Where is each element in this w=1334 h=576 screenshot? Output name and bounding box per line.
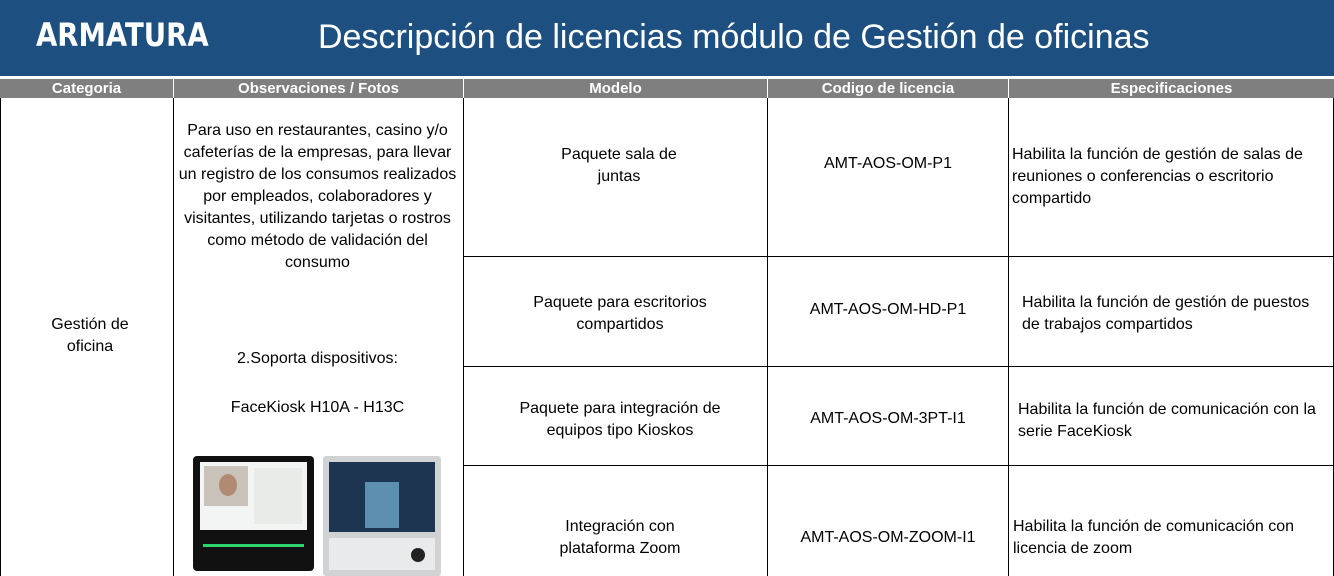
column-header-codigo: Codigo de licencia [768,79,1008,98]
license-code-cell: AMT-AOS-OM-HD-P1 [809,301,967,318]
model-cell: Paquete para escritorios compartidos [533,294,707,333]
model-cell: Paquete sala de juntas [561,146,677,185]
column-divider [767,98,768,576]
row-divider [463,366,1334,367]
specification-cell: Habilita la función de gestión de puesto… [1022,294,1310,333]
column-divider [173,98,174,576]
column-header-modelo: Modelo [464,79,767,98]
supported-devices-models: FaceKiosk H10A - H13C [230,399,405,416]
table-header-row: Categoria Observaciones / Fotos Modelo C… [0,79,1334,98]
page-header: ARMATURA Descripción de licencias módulo… [0,0,1334,76]
specification-cell: Habilita la función de gestión de salas … [1012,146,1303,207]
page-title: Descripción de licencias módulo de Gesti… [318,18,1150,56]
row-divider [463,465,1334,466]
column-divider [463,98,464,576]
armatura-logo: ARMATURA [36,16,209,54]
table-border-left [0,98,1,576]
facekiosk-h10a-device [193,456,314,571]
column-header-especificaciones: Especificaciones [1009,79,1334,98]
column-header-categoria: Categoria [0,79,173,98]
specification-cell: Habilita la función de comunicación con … [1013,518,1295,557]
license-code-cell: AMT-AOS-OM-3PT-I1 [810,410,966,427]
supported-devices-label: 2.Soporta dispositivos: [237,350,398,367]
column-header-observaciones: Observaciones / Fotos [174,79,463,98]
category-cell: Gestión de oficina [51,316,129,355]
specification-cell: Habilita la función de comunicación con … [1018,401,1316,440]
model-cell: Integración con plataforma Zoom [559,518,681,557]
column-divider [1008,98,1009,576]
row-divider [463,256,1334,257]
license-code-cell: AMT-AOS-OM-ZOOM-I1 [800,529,976,546]
license-code-cell: AMT-AOS-OM-P1 [823,155,952,172]
observations-text: Para uso en restaurantes, casino y/o caf… [178,122,457,271]
facekiosk-devices-image [193,456,441,576]
facekiosk-h13c-device [323,456,441,576]
model-cell: Paquete para integración de equipos tipo… [519,400,721,439]
